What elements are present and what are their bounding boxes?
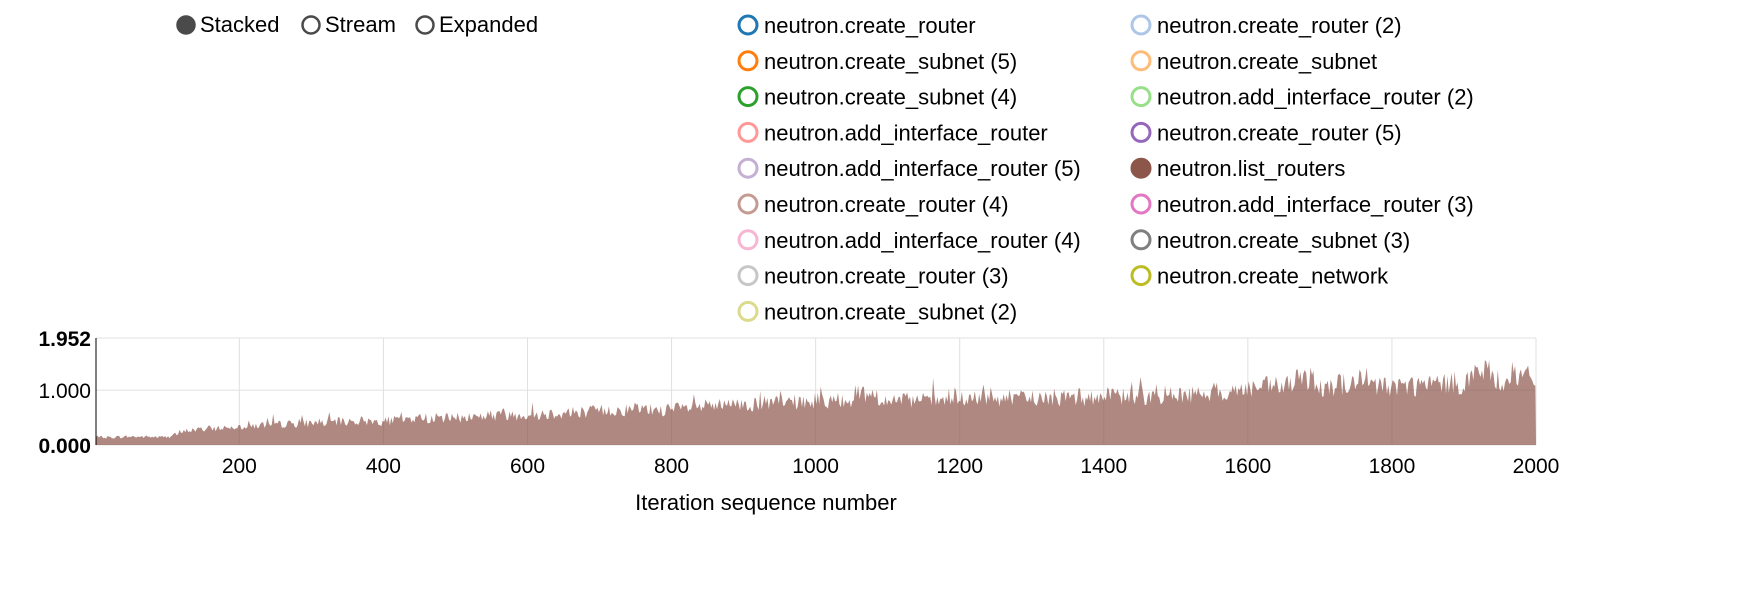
x-tick-label: 1600 <box>1224 455 1271 478</box>
legend-label: neutron.create_subnet (5) <box>764 49 1017 74</box>
legend-item-neutron-create-router-2[interactable]: neutron.create_router (2) <box>1130 13 1402 38</box>
x-tick-label: 800 <box>654 455 689 478</box>
legend-item-neutron-add-interface-router-3[interactable]: neutron.add_interface_router (3) <box>1130 192 1474 217</box>
legend-swatch-icon <box>1130 193 1152 215</box>
mode-label: Stacked <box>200 12 280 37</box>
legend-item-neutron-list-routers[interactable]: neutron.list_routers <box>1130 156 1345 181</box>
legend-label: neutron.create_network <box>1157 264 1389 289</box>
legend-item-neutron-add-interface-router[interactable]: neutron.add_interface_router <box>737 120 1048 145</box>
legend-item-neutron-create-subnet-2[interactable]: neutron.create_subnet (2) <box>737 299 1017 324</box>
legend-swatch-icon <box>737 193 759 215</box>
x-tick-label: 200 <box>222 455 257 478</box>
mode-expanded[interactable]: Expanded <box>415 12 539 37</box>
axes: 0.000 1.000 1.952 200 400 600 800 1000 1200 1400 1… <box>38 328 1559 478</box>
legend-label: neutron.add_interface_router (4) <box>764 228 1081 253</box>
legend-swatch-icon <box>737 121 759 143</box>
x-axis-title: Iteration sequence number <box>635 490 897 515</box>
legend-swatch-icon <box>737 50 759 72</box>
x-tick-label: 600 <box>510 455 545 478</box>
legend-item-neutron-create-subnet-3[interactable]: neutron.create_subnet (3) <box>1130 228 1410 253</box>
legend-item-neutron-create-subnet[interactable]: neutron.create_subnet <box>1130 49 1377 74</box>
legend-label: neutron.create_router (4) <box>764 192 1009 217</box>
legend-swatch-icon <box>737 14 759 36</box>
legend-label: neutron.create_subnet (2) <box>764 299 1017 324</box>
chart-legend: neutron.create_router neutron.create_rout… <box>737 13 1474 324</box>
mode-stacked[interactable]: Stacked <box>176 12 280 37</box>
legend-swatch-icon <box>1130 14 1152 36</box>
legend-label: neutron.create_subnet <box>1157 49 1377 74</box>
legend-label: neutron.list_routers <box>1157 156 1345 181</box>
legend-item-neutron-create-router-5[interactable]: neutron.create_router (5) <box>1130 120 1402 145</box>
legend-label: neutron.add_interface_router (5) <box>764 156 1081 181</box>
y-tick-label: 1.952 <box>38 328 91 351</box>
legend-item-neutron-create-router-4[interactable]: neutron.create_router (4) <box>737 192 1009 217</box>
legend-item-neutron-create-subnet-5[interactable]: neutron.create_subnet (5) <box>737 49 1017 74</box>
area-series-neutron-list-routers <box>96 360 1536 445</box>
legend-item-neutron-create-network[interactable]: neutron.create_network <box>1130 264 1389 289</box>
legend-swatch-icon <box>737 157 759 179</box>
mode-label: Expanded <box>439 12 538 37</box>
x-tick-label: 1400 <box>1080 455 1127 478</box>
plot-area: 0.000 1.000 1.952 200 400 600 800 1000 1200 1400 1… <box>38 328 1559 478</box>
legend-swatch-icon <box>1130 265 1152 287</box>
legend-swatch-icon <box>1130 157 1152 179</box>
legend-swatch-icon <box>1130 50 1152 72</box>
legend-label: neutron.add_interface_router <box>764 120 1048 145</box>
legend-label: neutron.create_router <box>764 13 976 38</box>
radio-icon <box>415 15 435 35</box>
x-tick-label: 1800 <box>1369 455 1416 478</box>
legend-swatch-icon <box>1130 229 1152 251</box>
chart-controls: Stacked Stream Expanded <box>176 12 539 37</box>
legend-label: neutron.create_subnet (3) <box>1157 228 1410 253</box>
x-tick-label: 400 <box>366 455 401 478</box>
legend-label: neutron.create_router (5) <box>1157 120 1402 145</box>
radio-icon <box>301 15 321 35</box>
y-tick-label: 0.000 <box>38 435 91 458</box>
x-tick-label: 1000 <box>792 455 839 478</box>
legend-label: neutron.create_router (3) <box>764 264 1009 289</box>
legend-swatch-icon <box>737 300 759 322</box>
legend-item-neutron-add-interface-router-2[interactable]: neutron.add_interface_router (2) <box>1130 85 1474 110</box>
legend-item-neutron-create-subnet-4[interactable]: neutron.create_subnet (4) <box>737 85 1017 110</box>
x-tick-label: 1200 <box>936 455 983 478</box>
radio-icon <box>176 15 196 35</box>
legend-label: neutron.create_subnet (4) <box>764 85 1017 110</box>
legend-label: neutron.add_interface_router (3) <box>1157 192 1474 217</box>
mode-stream[interactable]: Stream <box>301 12 396 37</box>
legend-label: neutron.add_interface_router (2) <box>1157 85 1474 110</box>
legend-swatch-icon <box>1130 121 1152 143</box>
legend-item-neutron-create-router[interactable]: neutron.create_router <box>737 13 976 38</box>
legend-item-neutron-add-interface-router-4[interactable]: neutron.add_interface_router (4) <box>737 228 1081 253</box>
legend-swatch-icon <box>737 265 759 287</box>
legend-swatch-icon <box>737 86 759 108</box>
legend-swatch-icon <box>1130 86 1152 108</box>
legend-swatch-icon <box>737 229 759 251</box>
mode-label: Stream <box>325 12 396 37</box>
legend-item-neutron-create-router-3[interactable]: neutron.create_router (3) <box>737 264 1009 289</box>
legend-label: neutron.create_router (2) <box>1157 13 1402 38</box>
legend-item-neutron-add-interface-router-5[interactable]: neutron.add_interface_router (5) <box>737 156 1081 181</box>
x-tick-label: 2000 <box>1513 455 1560 478</box>
y-tick-label: 1.000 <box>38 380 91 403</box>
